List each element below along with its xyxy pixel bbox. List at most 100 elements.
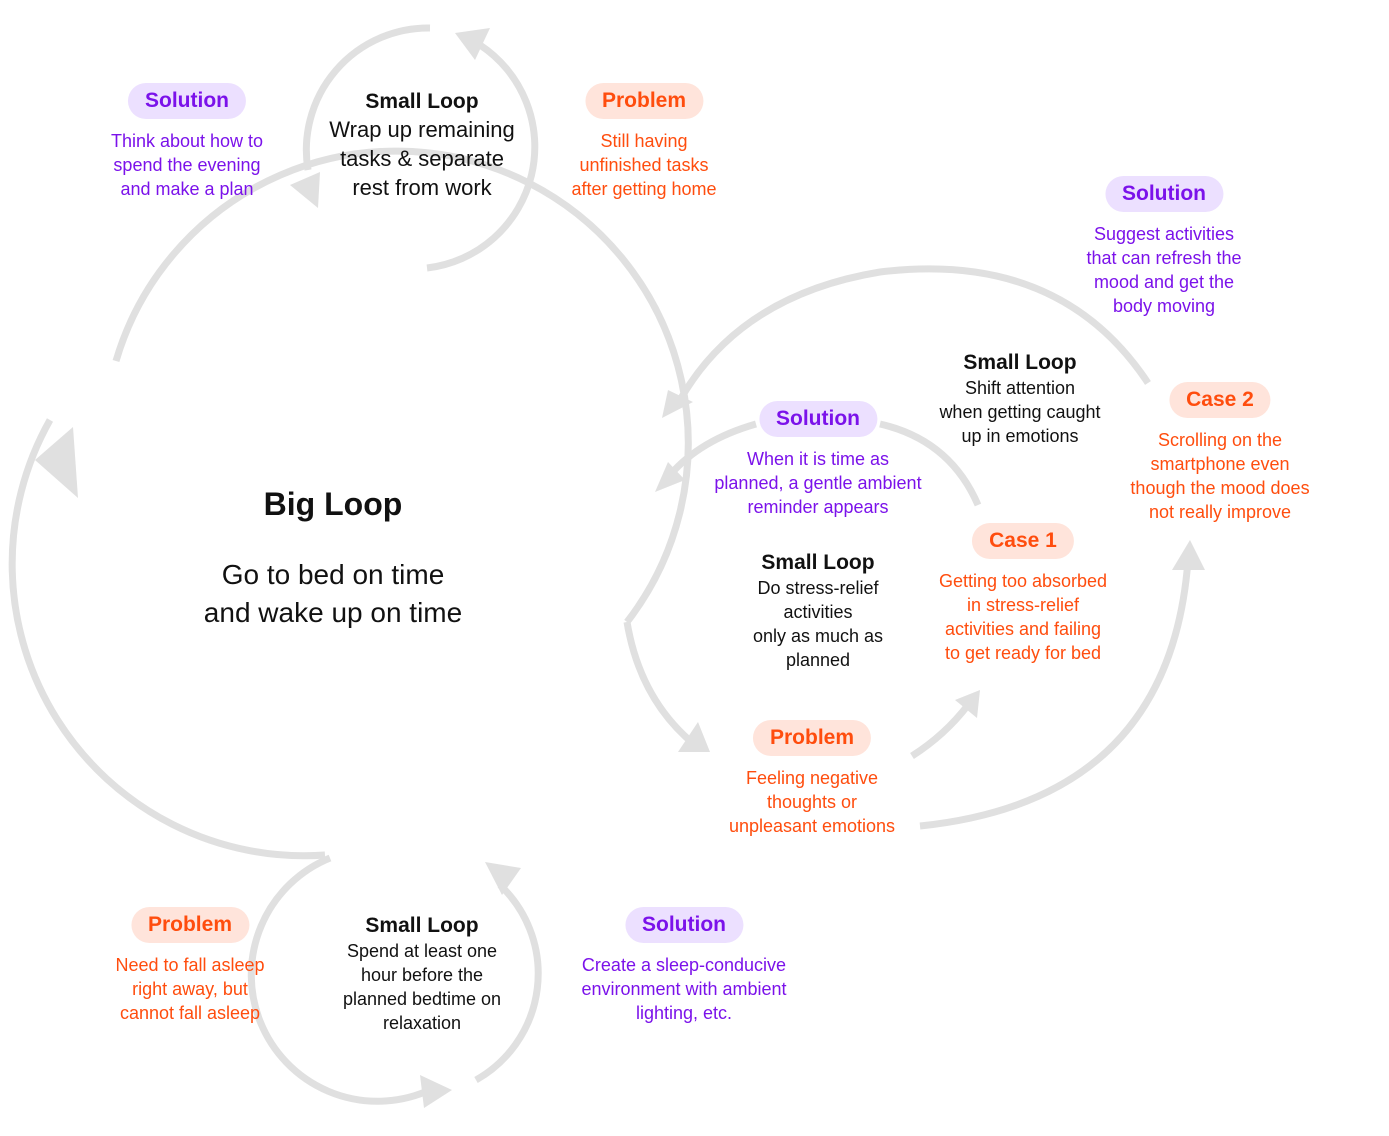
solution-badge: Solution [625, 907, 743, 943]
big-loop-goal: Go to bed on time and wake up on time [204, 556, 462, 632]
problem-badge: Problem [130, 907, 250, 943]
case2-solution: Solution Suggest activities that can ref… [1086, 176, 1242, 318]
case2-loop-title: Small Loop [963, 351, 1077, 374]
bottom-loop-arrowhead-right [485, 862, 521, 895]
case1-loop-title: Small Loop [761, 551, 875, 574]
case2: Case 2 Scrolling on the smartphone even … [1130, 382, 1310, 524]
solution-line: body moving [1112, 296, 1216, 316]
solution-badge: Solution [128, 83, 246, 119]
case2-description: Scrolling on the smartphone even though … [1130, 428, 1309, 524]
problem-line: after getting home [571, 179, 717, 199]
problem-description: Still having unfinished tasks after gett… [571, 129, 716, 201]
bottom-small-loop: Small Loop Spend at least one hour befor… [343, 913, 501, 1035]
top-small-loop: Small Loop Wrap up remaining tasks & sep… [329, 89, 514, 202]
top-loop-line: Wrap up remaining [329, 117, 515, 142]
top-loop-arc-right [426, 42, 539, 272]
problem-line: unfinished tasks [579, 155, 709, 175]
case1-loop-line: only as much as [752, 626, 884, 646]
solution-line: When it is time as [746, 449, 890, 469]
problem-description: Need to fall asleep right away, but cann… [115, 953, 264, 1025]
big-loop-title: Big Loop [263, 486, 403, 522]
case1-line: to get ready for bed [944, 643, 1102, 663]
big-loop-arrowhead [35, 427, 78, 498]
solution-line: reminder appears [747, 497, 889, 517]
big-loop: Big Loop Go to bed on time and wake up o… [204, 484, 462, 632]
top-loop-solution: Solution Think about how to spend the ev… [111, 83, 263, 201]
solution-line: that can refresh the [1086, 248, 1242, 268]
case2-small-loop: Small Loop Shift attention when getting … [939, 350, 1100, 448]
bottom-loop-problem: Problem Need to fall asleep right away, … [115, 907, 265, 1025]
solution-line: and make a plan [120, 179, 254, 199]
top-loop-arrowhead-left [290, 172, 320, 208]
case2-loop-line: up in emotions [961, 426, 1079, 446]
case2-line: though the mood does [1130, 478, 1310, 498]
problem-to-case2-arc [919, 559, 1192, 830]
solution-description: When it is time as planned, a gentle amb… [714, 447, 921, 519]
bottom-loop-arc-right [474, 882, 542, 1084]
solution-line: environment with ambient [581, 979, 787, 999]
case2-line: smartphone even [1150, 454, 1290, 474]
problem-line: thoughts or [766, 792, 858, 812]
problem-line: right away, but [132, 979, 248, 999]
case1-loop-body: Do stress-relief activities only as much… [753, 576, 883, 672]
bottom-loop-arrowhead-left [420, 1075, 452, 1108]
problem-line: Need to fall asleep [115, 955, 265, 975]
solution-line: spend the evening [113, 155, 261, 175]
top-loop-body: Wrap up remaining tasks & separate rest … [329, 115, 514, 202]
solution-line: mood and get the [1093, 272, 1235, 292]
top-loop-title: Small Loop [365, 90, 479, 113]
case1-loop-line: planned [785, 650, 851, 670]
case1-loop-arc [667, 420, 982, 507]
case1-badge: Case 1 [972, 523, 1074, 559]
solution-line: Think about how to [110, 131, 264, 151]
solution-description: Think about how to spend the evening and… [111, 129, 263, 201]
case1-line: in stress-relief [966, 595, 1080, 615]
problem-arrowhead [678, 722, 710, 752]
problem-badge: Problem [752, 720, 872, 756]
case1: Case 1 Getting too absorbed in stress-re… [939, 523, 1107, 665]
case1-line: activities and failing [944, 619, 1102, 639]
solution-line: planned, a gentle ambient [714, 473, 922, 493]
solution-description: Suggest activities that can refresh the … [1086, 222, 1241, 318]
top-loop-arrowhead-right [455, 28, 490, 60]
case2-loop-line: when getting caught [939, 402, 1101, 422]
solution-line: lighting, etc. [635, 1003, 733, 1023]
case2-arrowhead [1172, 540, 1205, 570]
case1-loop-line: activities [783, 602, 853, 622]
case2-line: Scrolling on the [1157, 430, 1283, 450]
case1-line: Getting too absorbed [938, 571, 1108, 591]
problem-line: unpleasant emotions [728, 816, 896, 836]
bottom-loop-line: Spend at least one [346, 941, 498, 961]
problem-badge: Problem [584, 83, 704, 119]
case1-loop-arrowhead [655, 462, 685, 492]
case2-loop-body: Shift attention when getting caught up i… [939, 376, 1100, 448]
case2-loop-line: Shift attention [964, 378, 1076, 398]
solution-badge: Solution [1105, 176, 1223, 212]
bottom-loop-title: Small Loop [365, 914, 479, 937]
right-problem: Problem Feeling negative thoughts or unp… [729, 720, 895, 838]
solution-line: Create a sleep-conducive [581, 955, 787, 975]
case2-line: not really improve [1148, 502, 1292, 522]
big-loop-line: Go to bed on time [221, 559, 445, 590]
solution-badge: Solution [759, 401, 877, 437]
top-loop-line: rest from work [352, 175, 492, 200]
bottom-loop-line: relaxation [382, 1013, 462, 1033]
problem-line: Feeling negative [745, 768, 879, 788]
case1-solution: Solution When it is time as planned, a g… [714, 401, 922, 519]
case1-arrowhead [955, 690, 980, 718]
solution-description: Create a sleep-conducive environment wit… [581, 953, 786, 1025]
case2-loop-arrowhead [662, 390, 693, 418]
case2-loop-arc [676, 265, 1151, 402]
case2-badge: Case 2 [1169, 382, 1271, 418]
top-loop-arc-left [302, 24, 431, 171]
big-loop-line: and wake up on time [203, 597, 463, 628]
big-to-problem-arc [623, 621, 698, 748]
case1-description: Getting too absorbed in stress-relief ac… [939, 569, 1107, 665]
solution-line: Suggest activities [1093, 224, 1235, 244]
bottom-loop-body: Spend at least one hour before the plann… [343, 939, 501, 1035]
problem-line: Still having [600, 131, 688, 151]
top-loop-line: tasks & separate [340, 146, 504, 171]
problem-to-case1-arc [910, 702, 971, 759]
top-loop-problem: Problem Still having unfinished tasks af… [571, 83, 717, 201]
